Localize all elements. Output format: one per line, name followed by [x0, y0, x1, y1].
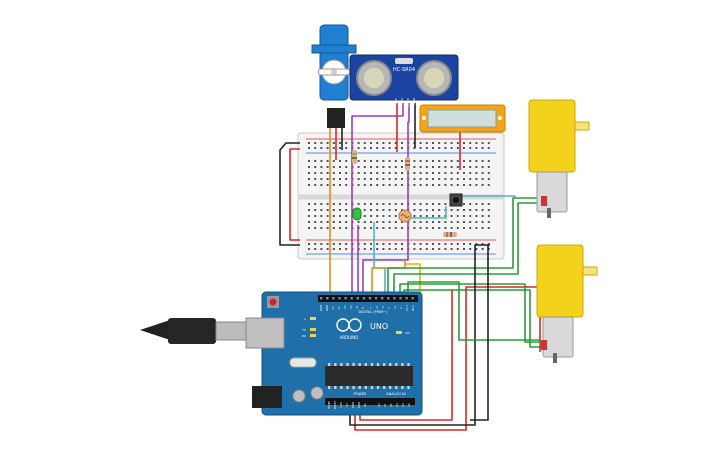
arduino-uno[interactable]: ARDUINO UNO DIGITAL (PWM~) POWER ANALOG … — [245, 291, 423, 416]
power-header-label: POWER — [354, 392, 368, 396]
sensor-pin-vcc: VCC — [394, 98, 398, 104]
sensor-pin-echo: ECHO — [406, 97, 410, 106]
pin-13: 13 — [331, 306, 335, 310]
pin-11: ~11 — [343, 305, 347, 311]
resistor-middle[interactable] — [405, 157, 410, 171]
wire-motor2-green-b — [403, 289, 541, 348]
pin-a4: A4 — [401, 403, 405, 407]
pin-10: ~10 — [349, 305, 353, 311]
led-rx-label: RX — [302, 334, 306, 338]
pin-0: RX 0 — [411, 305, 415, 311]
usb-cable[interactable] — [140, 318, 249, 344]
led-l-label: L — [304, 317, 306, 321]
wire-sensor-echo — [362, 103, 410, 295]
digital-header-pins — [320, 297, 414, 300]
wire-5v-bottom — [349, 244, 490, 426]
resistor-right[interactable] — [443, 232, 457, 237]
sensor-pin-gnd: GND — [412, 97, 416, 105]
pushbutton[interactable] — [449, 193, 463, 207]
pin-2: 2 — [399, 307, 403, 309]
analog-header-label: ANALOG IN — [386, 392, 406, 396]
digital-header-label: DIGITAL (PWM~) — [358, 310, 388, 314]
green-led[interactable] — [352, 207, 362, 221]
board-model: UNO — [370, 322, 388, 331]
wire-sensor-trig — [351, 103, 404, 295]
pin-5: ~5 — [381, 306, 385, 310]
sensor-pin-trig: TRIG — [400, 97, 404, 106]
pin-gnd: GND — [325, 305, 329, 311]
led-on-label: ON — [405, 331, 410, 335]
pin-8: 8 — [361, 307, 365, 309]
power-jack — [252, 386, 282, 408]
ultrasonic-sensor[interactable]: HC-SR04 VCC TRIG ECHO GND — [349, 54, 459, 107]
pin-a3: A3 — [395, 403, 399, 407]
wire-rail-black-left — [279, 142, 300, 246]
sensor-model-label: HC-SR04 — [393, 67, 415, 73]
wire-button-cyan — [410, 206, 447, 219]
pin-vin: Vin — [363, 403, 367, 407]
pin-gnd1: GND — [351, 402, 355, 408]
pin-aref: AREF — [319, 304, 323, 311]
pin-4: 4 — [387, 307, 391, 309]
pin-ioref: IOREF — [327, 401, 331, 409]
pin-3: ~3 — [393, 306, 397, 310]
atmega-chip — [325, 366, 413, 386]
pin-7: 7 — [369, 307, 373, 309]
wire-motor2-black — [470, 245, 489, 421]
pin-3v3: 3.3V — [339, 402, 343, 408]
pin-gnd2: GND — [357, 402, 361, 408]
pin-5v: 5V — [345, 403, 349, 407]
servo-motor[interactable] — [311, 24, 357, 128]
pin-6: ~6 — [375, 306, 379, 310]
dc-motor-bottom[interactable] — [536, 244, 598, 363]
board-brand: ARDUINO — [340, 335, 359, 340]
photoresistor[interactable] — [398, 209, 412, 223]
pin-a0: A0 — [377, 403, 381, 407]
pin-1: TX 1 — [405, 305, 409, 311]
pin-a5: A5 — [407, 403, 411, 407]
breadboard[interactable] — [297, 132, 505, 260]
pin-12: 12 — [337, 306, 341, 310]
pin-a1: A1 — [383, 403, 387, 407]
pin-9: ~9 — [355, 306, 359, 310]
pin-reset: RESET — [333, 400, 337, 409]
dc-motor-top[interactable] — [528, 99, 590, 218]
wire-rail-red-left — [289, 148, 300, 241]
wire-motor1-green-a — [387, 197, 541, 295]
usb-port — [245, 317, 285, 349]
lcd-module[interactable] — [419, 104, 506, 133]
resistor-left[interactable] — [352, 150, 357, 164]
pin-a2: A2 — [389, 403, 393, 407]
wires — [279, 103, 541, 431]
wire-pin-green-c — [407, 281, 541, 341]
wire-motor1-green-b — [393, 202, 541, 295]
led-tx-label: TX — [301, 328, 306, 332]
